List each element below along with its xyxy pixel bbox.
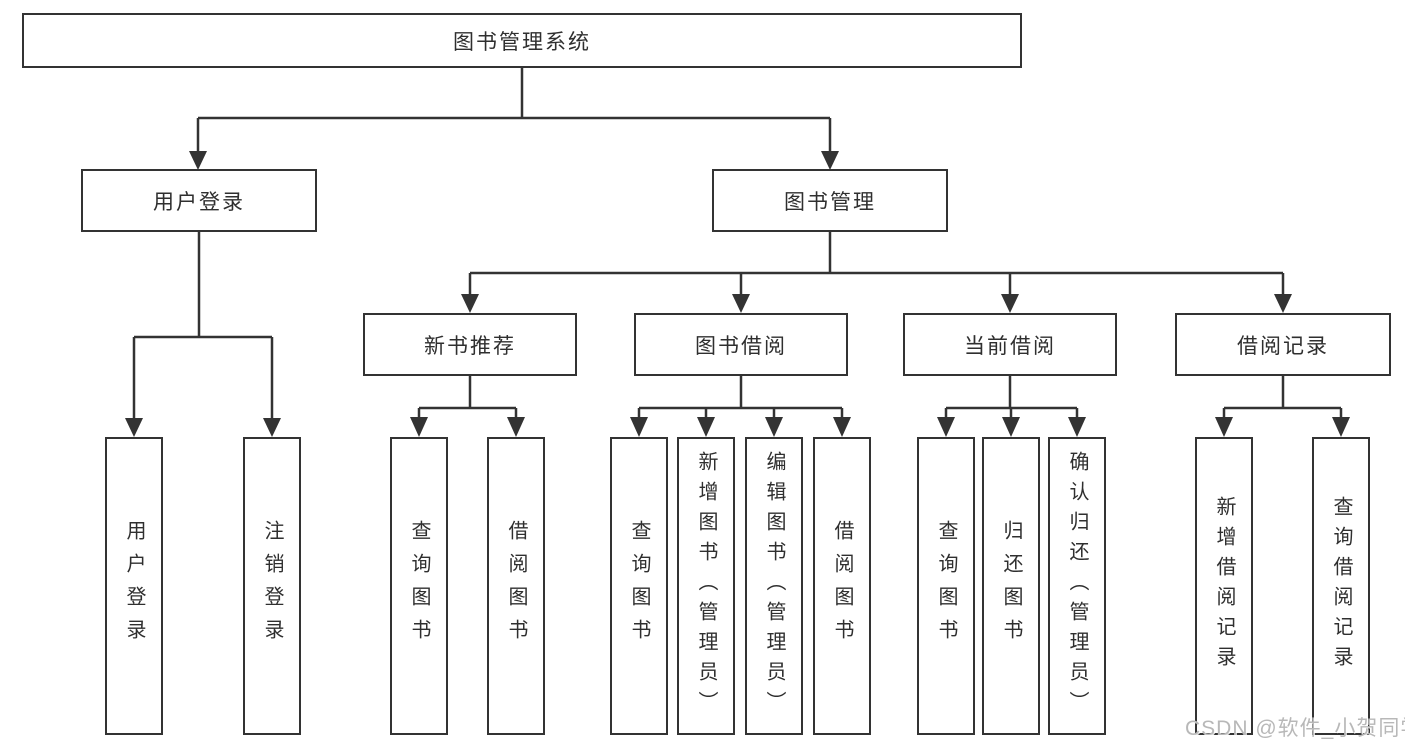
leaf-borrow-book-recommend: 借阅图书 — [487, 437, 545, 735]
leaf-query-book-recommend: 查询图书 — [390, 437, 448, 735]
node-book-borrow: 图书借阅 — [634, 313, 848, 376]
connector-paths — [132, 68, 1343, 419]
node-user-login-label: 用户登录 — [153, 190, 245, 214]
leaf-confirm-return-admin-label: 确认归还（管理员） — [1066, 451, 1088, 721]
leaf-add-borrow-record: 新增借阅记录 — [1195, 437, 1253, 735]
leaf-user-login-label: 用户登录 — [123, 520, 145, 652]
node-book-borrow-label: 图书借阅 — [695, 334, 787, 358]
leaf-query-book-borrow-label: 查询图书 — [628, 520, 650, 652]
leaf-borrow-book-recommend-label: 借阅图书 — [505, 520, 527, 652]
leaf-confirm-return-admin: 确认归还（管理员） — [1048, 437, 1106, 735]
node-borrow-records: 借阅记录 — [1175, 313, 1391, 376]
leaf-add-borrow-record-label: 新增借阅记录 — [1213, 496, 1235, 676]
node-root: 图书管理系统 — [22, 13, 1022, 68]
leaf-logout-login: 注销登录 — [243, 437, 301, 735]
node-borrow-records-label: 借阅记录 — [1237, 334, 1329, 358]
leaf-edit-book-admin-label: 编辑图书（管理员） — [763, 451, 785, 721]
leaf-query-book-current: 查询图书 — [917, 437, 975, 735]
leaf-query-book-recommend-label: 查询图书 — [408, 520, 430, 652]
leaf-borrow-book-borrow: 借阅图书 — [813, 437, 871, 735]
node-new-book-recommend: 新书推荐 — [363, 313, 577, 376]
leaf-query-book-current-label: 查询图书 — [935, 520, 957, 652]
node-current-borrow: 当前借阅 — [903, 313, 1117, 376]
leaf-query-borrow-record: 查询借阅记录 — [1312, 437, 1370, 735]
leaf-add-book-admin: 新增图书（管理员） — [677, 437, 735, 735]
node-user-login: 用户登录 — [81, 169, 317, 232]
leaf-add-book-admin-label: 新增图书（管理员） — [695, 451, 717, 721]
leaf-query-borrow-record-label: 查询借阅记录 — [1330, 496, 1352, 676]
leaf-return-book-label: 归还图书 — [1000, 520, 1022, 652]
arrowheads — [125, 151, 1350, 437]
node-current-borrow-label: 当前借阅 — [964, 334, 1056, 358]
leaf-user-login: 用户登录 — [105, 437, 163, 735]
node-root-label: 图书管理系统 — [453, 30, 591, 54]
node-book-management-label: 图书管理 — [784, 190, 876, 214]
node-new-book-recommend-label: 新书推荐 — [424, 334, 516, 358]
leaf-query-book-borrow: 查询图书 — [610, 437, 668, 735]
leaf-logout-login-label: 注销登录 — [261, 520, 283, 652]
leaf-borrow-book-borrow-label: 借阅图书 — [831, 520, 853, 652]
node-book-management: 图书管理 — [712, 169, 948, 232]
leaf-return-book: 归还图书 — [982, 437, 1040, 735]
leaf-edit-book-admin: 编辑图书（管理员） — [745, 437, 803, 735]
csdn-watermark: CSDN @软件_小贺同学 — [1185, 717, 1405, 740]
